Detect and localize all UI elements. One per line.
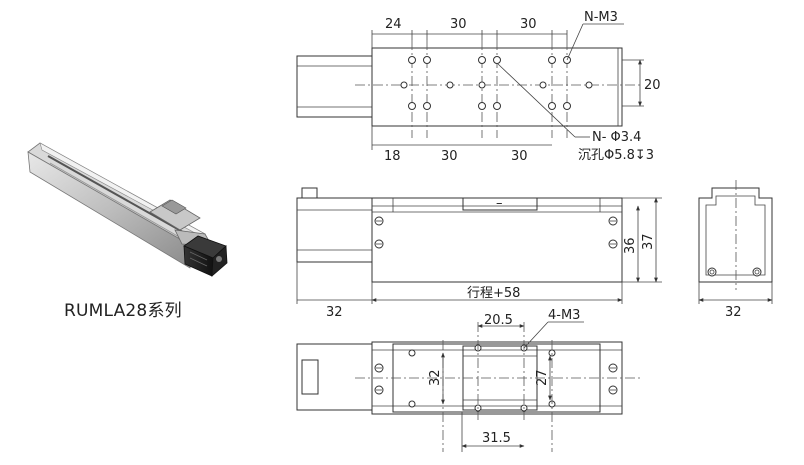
- callout-counterbore: 沉孔Φ5.8↧3: [578, 148, 654, 163]
- bottom-dim-20-5: 20.5: [484, 313, 513, 328]
- bottom-view-labels: 20.5 4-M3 32 27 31.5: [428, 308, 580, 446]
- top-view-labels: 24 30 30 N-M3 20 18 30 30 N- Φ3.4 沉孔Φ5.8…: [384, 10, 661, 164]
- product-series-label: RUMLA28系列: [64, 301, 182, 321]
- side-view: [296, 187, 662, 304]
- bottom-dim-32: 32: [428, 369, 443, 386]
- side-dim-stroke: 行程+58: [467, 286, 520, 301]
- callout-4-m3: 4-M3: [548, 308, 580, 323]
- bottom-dim-30a: 30: [441, 149, 458, 164]
- side-dim-36: 36: [623, 237, 638, 254]
- top-dim-30b: 30: [520, 17, 537, 32]
- bottom-dim-30b: 30: [511, 149, 528, 164]
- side-dim-37: 37: [641, 233, 656, 250]
- bottom-dim-27: 27: [535, 369, 550, 386]
- callout-n-m3: N-M3: [584, 10, 618, 25]
- bottom-view: [296, 321, 640, 452]
- top-dim-30a: 30: [450, 17, 467, 32]
- side-dim-32: 32: [326, 305, 343, 320]
- bottom-dim-18: 18: [384, 149, 401, 164]
- top-view: [296, 23, 644, 150]
- side-view-labels: – 36 37 32 行程+58: [326, 196, 656, 320]
- end-view: [698, 180, 773, 304]
- slot-mark: –: [496, 196, 503, 211]
- callout-n-phi: N- Φ3.4: [592, 130, 641, 145]
- product-image: [27, 142, 228, 277]
- end-dim-32: 32: [725, 305, 742, 320]
- top-dim-24: 24: [385, 17, 402, 32]
- bottom-dim-31-5: 31.5: [482, 431, 511, 446]
- right-dim-20: 20: [644, 78, 661, 93]
